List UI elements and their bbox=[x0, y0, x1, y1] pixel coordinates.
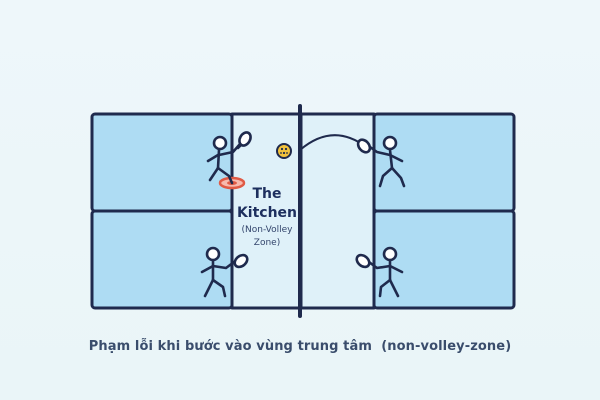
kitchen-sub-line2: Zone) bbox=[253, 238, 281, 248]
right-service-box-top bbox=[372, 112, 516, 213]
kitchen-label-line2: Kitchen bbox=[236, 205, 298, 221]
diagram-caption: Phạm lỗi khi bước vào vùng trung tâm (no… bbox=[88, 339, 512, 354]
right-service-box-bottom bbox=[372, 209, 516, 310]
player-bottom-right-icon bbox=[355, 246, 404, 298]
kitchen-label-line1: The bbox=[252, 186, 282, 202]
player-bottom-left-icon bbox=[200, 246, 249, 298]
player-top-right-icon bbox=[356, 135, 406, 188]
kitchen-label: The Kitchen (Non-Volley Zone) bbox=[231, 185, 303, 249]
court bbox=[90, 112, 516, 310]
left-service-box-top bbox=[90, 112, 234, 213]
kitchen-sub-line1: (Non-Volley bbox=[241, 225, 293, 235]
pickleball-icon bbox=[276, 143, 292, 159]
player-top-left-icon bbox=[206, 131, 252, 185]
